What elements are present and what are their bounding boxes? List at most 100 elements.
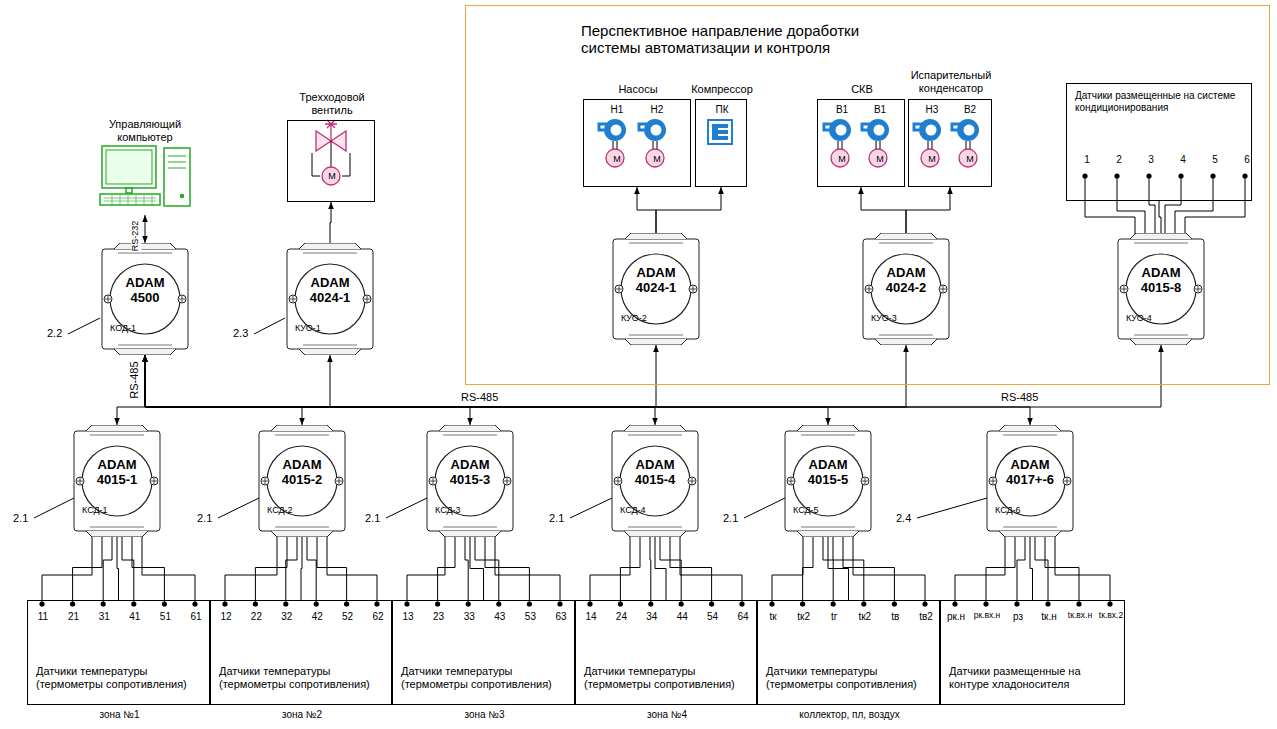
sensor-terminal (527, 601, 532, 606)
leader-line (570, 498, 612, 518)
sensor-wire (407, 535, 445, 604)
sensor-terminal (800, 601, 805, 606)
node-text: М (870, 154, 890, 164)
node-text: 44 (665, 611, 699, 623)
adam-module: ADAM 4015-2КСД-2 (257, 425, 347, 537)
pump-shaft (653, 141, 657, 149)
node-text: зона №4 (576, 709, 758, 721)
connector (117, 355, 145, 425)
connector (145, 355, 1030, 425)
sensor-wire (853, 535, 925, 604)
pumps-box: НасосыН1Н2ММ (583, 99, 691, 187)
node-text: tк.вх.2 (1094, 611, 1128, 621)
node-text: Датчики размещенные на контуре хладоноси… (949, 665, 1118, 690)
connector (145, 355, 655, 425)
sensor-terminal (496, 601, 501, 606)
sensor-terminal (283, 601, 288, 606)
sensor-terminal (466, 601, 471, 606)
callout-number: 2.3 (232, 327, 249, 339)
sensor-terminal (39, 601, 44, 606)
node-text: 51 (148, 611, 182, 623)
monitor (102, 146, 156, 188)
connector (145, 355, 330, 407)
node-text: 64 (726, 611, 760, 623)
adam-module: ADAM 4015-4КСД-4 (610, 425, 700, 537)
module-name: ADAM 4015-5 (797, 458, 859, 488)
adam-module: ADAM 4015-8КУО-4 (1116, 233, 1206, 345)
sensor-wire (660, 535, 681, 604)
sensor-wire (73, 535, 102, 604)
node-text: Трехходовой вентиль (282, 91, 382, 116)
connector (1159, 201, 1161, 233)
node-text: Компрессор (682, 83, 762, 96)
sensor-wire (1017, 535, 1025, 604)
bus-label: RS-232 (131, 220, 141, 253)
sensor-wire (986, 535, 1015, 604)
node-text: 5 (1203, 154, 1227, 166)
leader-line (34, 498, 74, 518)
sensor-terminal (861, 601, 866, 606)
node-text: Н2 (645, 104, 669, 116)
leader-line (917, 498, 987, 518)
node-text: tг (817, 611, 851, 623)
sensor-terminal (1082, 173, 1087, 178)
callout-number: 2.1 (196, 512, 213, 524)
node-text: tв (878, 611, 912, 623)
node-text: 31 (87, 611, 121, 623)
node-text: ПК (696, 104, 748, 116)
sensor-wire (142, 535, 195, 604)
pump-impeller (926, 125, 937, 136)
sensor-wire (1165, 176, 1181, 234)
node-text: М (832, 154, 852, 164)
sensor-wire (327, 535, 377, 604)
module-name: ADAM 4500 (114, 276, 176, 306)
adam-module: ADAM 4017+-6КСД-6 (985, 425, 1075, 537)
node-text: М (322, 171, 342, 181)
node-text: 24 (604, 611, 638, 623)
node-text: Датчики температуры (термометры сопротив… (219, 665, 385, 690)
sensor-terminal (192, 601, 197, 606)
computer-icon (100, 146, 190, 206)
sensor-wire (317, 535, 347, 604)
sensor-terminal (374, 601, 379, 606)
node-text: 3 (1139, 154, 1163, 166)
node-text: tк.н (1032, 611, 1066, 623)
connector (145, 345, 906, 407)
module-tag: КСД-1 (82, 505, 122, 515)
adam-module: ADAM 4015-5КСД-5 (783, 425, 873, 537)
node-text: В2 (958, 104, 982, 116)
sensor-terminal (101, 601, 106, 606)
node-text: Датчики температуры (термометры сопротив… (401, 665, 568, 690)
node-text: Датчики размещенные на системе кондицион… (1075, 90, 1247, 113)
connector (330, 202, 331, 243)
adam-module: ADAM 4500КОД-1 (100, 243, 190, 355)
node-text: зона №1 (28, 709, 211, 721)
valve-symbol (312, 120, 350, 185)
pump-shaft (928, 141, 932, 149)
node-text: 52 (331, 611, 365, 623)
module-tag: КУО-3 (871, 313, 911, 323)
sensor-wire (1085, 176, 1135, 234)
module-tag: КУО-2 (621, 313, 661, 323)
pump-body (604, 119, 626, 141)
node-text: Датчики температуры (термометры сопротив… (584, 665, 750, 690)
pump-body (919, 119, 941, 141)
leader-line (254, 318, 285, 334)
sensor-wire (307, 535, 316, 604)
connector (145, 355, 828, 425)
sensor-terminal (314, 601, 319, 606)
node-text: tк (756, 611, 790, 623)
module-name: ADAM 4015-1 (86, 458, 148, 488)
sensor-terminal (344, 601, 349, 606)
valve-stem (331, 141, 332, 167)
callout-number: 2.2 (46, 327, 63, 339)
node-text: В1 (868, 104, 892, 116)
leader-line (744, 498, 785, 518)
pump-shaft (613, 141, 617, 149)
pump-body (644, 119, 666, 141)
pump-shaft (966, 141, 970, 149)
sensor-wire (670, 535, 712, 604)
node-text: 23 (422, 611, 456, 623)
sensor-group-box: 122232425262Датчики температуры (термоме… (210, 600, 392, 705)
sensor-terminal (557, 601, 562, 606)
